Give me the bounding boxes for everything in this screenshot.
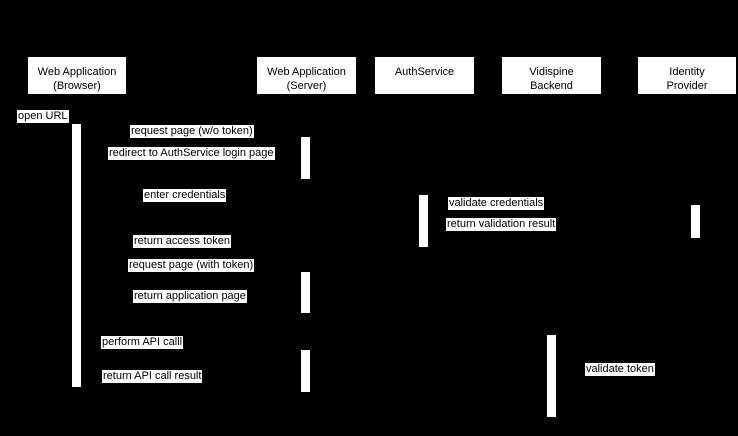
message-request-page-with-token: request page (with token) bbox=[128, 259, 255, 272]
actor-label: (Browser) bbox=[53, 80, 101, 92]
actor-label: AuthService bbox=[394, 66, 455, 78]
activation-bar-server-3 bbox=[301, 350, 310, 392]
message-return-validation-result: return validation result bbox=[446, 218, 557, 231]
actor-label: Identity bbox=[669, 66, 705, 78]
message-enter-credentials: enter credentials bbox=[143, 189, 227, 202]
message-return-access-token: return access token bbox=[133, 235, 231, 248]
message-open-url: open URL bbox=[17, 110, 69, 123]
message-return-application-page: return application page bbox=[133, 290, 247, 303]
activation-bar-server-2 bbox=[301, 272, 310, 313]
actor-vidispine-backend: Vidispine Backend bbox=[502, 57, 601, 94]
message-request-page-wo-token: request page (w/o token) bbox=[130, 125, 254, 138]
activation-bar-browser bbox=[72, 124, 81, 387]
actor-authservice: AuthService bbox=[375, 57, 474, 94]
actor-label: Vidispine bbox=[529, 66, 574, 78]
actor-label: Web Application bbox=[37, 66, 117, 78]
message-validate-token: validate token bbox=[585, 363, 655, 376]
activation-bar-server-1 bbox=[301, 137, 310, 179]
actor-label: Web Application bbox=[267, 66, 346, 78]
message-redirect-login-page: redirect to AuthService login page bbox=[108, 147, 275, 160]
actor-identity-provider: Identity Provider bbox=[638, 57, 736, 94]
activation-bar-identity-provider bbox=[691, 205, 700, 238]
actor-web-application-browser: Web Application (Browser) bbox=[28, 57, 126, 94]
message-perform-api-call: perform API calll bbox=[101, 336, 184, 349]
activation-bar-vidispine bbox=[547, 335, 556, 417]
activation-bar-authservice bbox=[419, 195, 428, 247]
message-return-api-call-result: return API call result bbox=[102, 370, 203, 383]
actor-label: Provider bbox=[666, 80, 708, 92]
actor-web-application-server: Web Application (Server) bbox=[257, 57, 356, 94]
message-validate-credentials: validate credentials bbox=[448, 197, 545, 210]
actor-label: Backend bbox=[530, 80, 573, 92]
actor-label: (Server) bbox=[286, 80, 327, 92]
